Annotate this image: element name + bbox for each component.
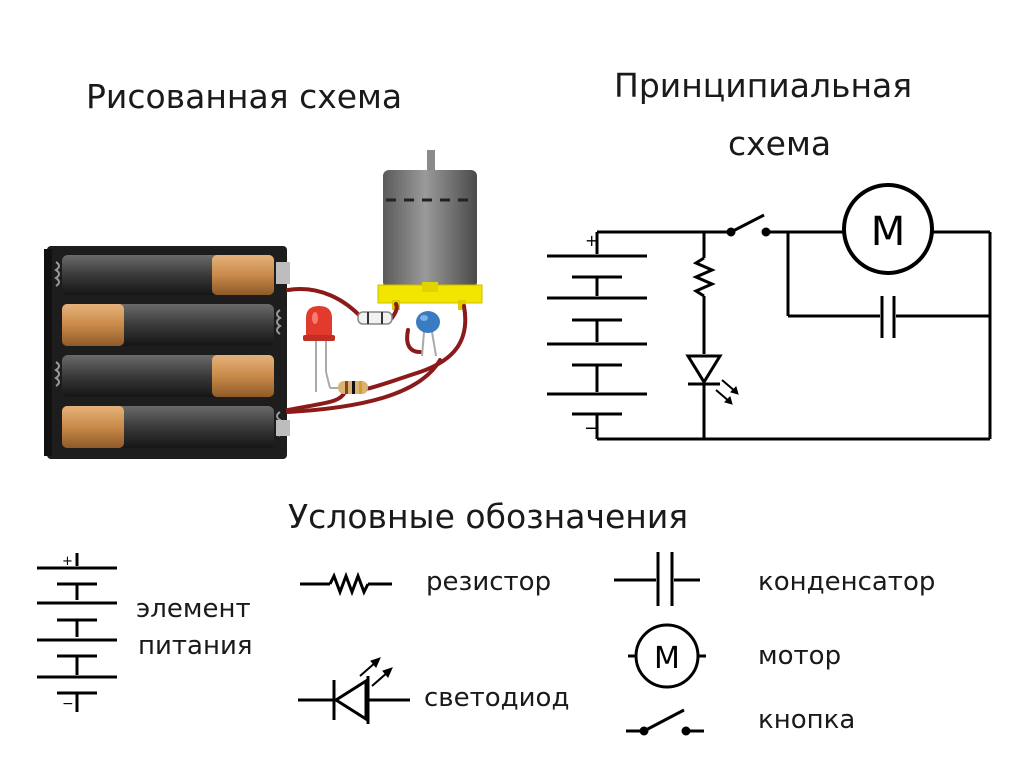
battery-cell-1 bbox=[62, 255, 274, 295]
resistor-illustration bbox=[325, 371, 368, 394]
legend-button-icon bbox=[626, 708, 704, 736]
principal-diagram-title-line2: схема bbox=[728, 124, 832, 163]
legend-battery-minus: − bbox=[62, 696, 74, 712]
legend-led-icon bbox=[298, 657, 410, 724]
legend-capacitor-label: конденсатор bbox=[758, 567, 936, 597]
legend-led-label: светодиод bbox=[424, 683, 570, 713]
schematic-led bbox=[685, 354, 739, 405]
battery-cell-4 bbox=[62, 406, 274, 448]
drawn-circuit bbox=[44, 150, 483, 459]
schematic-minus-sign: − bbox=[584, 418, 599, 439]
capacitor-illustration bbox=[416, 311, 440, 357]
legend-motor-letter: M bbox=[654, 641, 680, 676]
battery-holder bbox=[44, 246, 290, 459]
schematic-battery bbox=[547, 232, 647, 439]
wire-component bbox=[357, 311, 393, 325]
legend-title: Условные обозначения bbox=[288, 497, 689, 536]
led-illustration bbox=[303, 306, 335, 392]
legend-resistor-icon bbox=[300, 571, 392, 597]
legend-battery-plus: + bbox=[62, 554, 73, 569]
legend-resistor-label: резистор bbox=[426, 567, 552, 597]
schematic-plus-sign: + bbox=[585, 231, 598, 250]
schematic-switch bbox=[726, 213, 771, 237]
schematic-capacitor bbox=[880, 296, 896, 338]
schematic-motor-letter: M bbox=[871, 209, 906, 255]
legend-battery-label-line1: элемент bbox=[136, 594, 251, 624]
drawn-diagram-title: Рисованная схема bbox=[86, 77, 403, 116]
schematic-motor bbox=[842, 183, 934, 275]
legend-battery-label-line2: питания bbox=[138, 631, 253, 661]
legend-button-label: кнопка bbox=[758, 705, 856, 735]
legend-battery-icon bbox=[37, 553, 117, 712]
red-wires bbox=[286, 287, 468, 414]
schematic-resistor bbox=[692, 256, 716, 298]
schematic-circuit bbox=[547, 183, 992, 441]
principal-diagram-title-line1: Принципиальная bbox=[614, 66, 913, 105]
motor-illustration bbox=[377, 150, 483, 310]
legend-motor-label: мотор bbox=[758, 641, 842, 671]
legend-motor-icon bbox=[628, 623, 706, 689]
battery-cell-2 bbox=[62, 304, 274, 346]
battery-cell-3 bbox=[62, 355, 274, 397]
legend-capacitor-icon bbox=[614, 552, 700, 606]
